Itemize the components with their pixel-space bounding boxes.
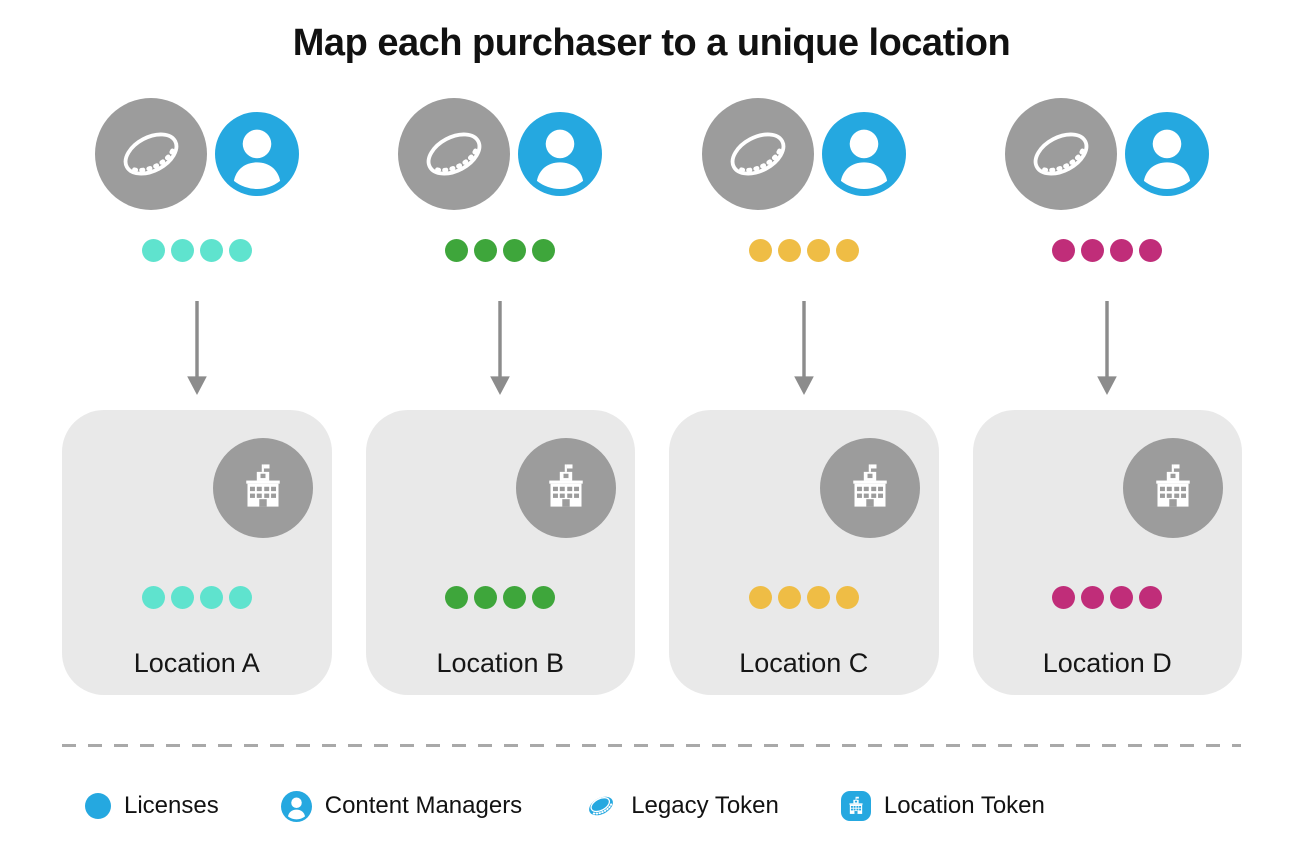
mapping-arrow-icon <box>186 300 207 396</box>
license-dot <box>1110 239 1134 262</box>
building-icon <box>549 464 583 507</box>
location-label: Location C <box>739 648 869 678</box>
building-icon <box>852 464 887 507</box>
mapping-arrow-icon <box>490 300 511 396</box>
license-dot <box>1081 586 1105 609</box>
location-label: Location D <box>1042 648 1172 678</box>
license-dot <box>1052 239 1076 262</box>
license-dot <box>1081 239 1105 262</box>
license-dot <box>141 239 165 262</box>
location-card: Location B <box>365 410 636 695</box>
location-license-dots <box>973 586 1243 609</box>
license-dots <box>1052 239 1163 262</box>
purchaser-pair <box>701 98 906 210</box>
legacy-token-icon <box>426 132 482 176</box>
mapping-arrow-icon <box>1097 300 1118 396</box>
building-icon <box>849 796 863 814</box>
license-dot <box>835 586 859 609</box>
location-token-badge <box>819 438 920 538</box>
legacy-token-badge <box>398 98 511 210</box>
license-dot <box>445 239 469 262</box>
purchaser-column-c: Location C <box>669 98 939 695</box>
legend-item-licenses: Licenses <box>85 792 219 820</box>
purchaser-column-b: Location B <box>365 98 636 695</box>
license-dot <box>1139 586 1163 609</box>
purchaser-columns: Location A <box>62 98 1242 695</box>
license-dot <box>228 239 252 262</box>
license-dot <box>806 239 830 262</box>
location-card: Location A <box>62 410 332 695</box>
content-manager-icon <box>821 112 906 196</box>
location-label: Location A <box>133 648 260 678</box>
legacy-token-icon <box>123 132 179 176</box>
building-icon <box>245 464 280 507</box>
license-dot <box>503 586 527 609</box>
license-dot <box>141 586 165 609</box>
legacy-token-badge <box>1005 98 1118 210</box>
legend-label: Content Managers <box>324 792 523 819</box>
purchaser-pair <box>1005 98 1210 210</box>
dashed-divider <box>62 744 1241 747</box>
legacy-token-icon <box>589 796 614 816</box>
license-dot <box>170 586 194 609</box>
location-card: Location D <box>972 410 1243 695</box>
purchaser-pair <box>398 98 603 210</box>
license-dot <box>1052 586 1076 609</box>
location-token-badge <box>516 438 616 538</box>
license-dot <box>445 586 469 609</box>
legend-label: Licenses <box>124 792 219 819</box>
license-dots <box>445 239 556 262</box>
license-dot <box>1110 586 1134 609</box>
license-dots <box>141 239 252 262</box>
location-license-dots <box>669 586 939 609</box>
license-dot <box>199 586 223 609</box>
license-dot <box>532 239 556 262</box>
license-dot <box>199 239 223 262</box>
content-manager-icon <box>214 112 299 196</box>
license-dot <box>748 239 772 262</box>
location-license-dots <box>62 586 332 609</box>
license-dot <box>474 586 498 609</box>
license-dot <box>532 586 556 609</box>
license-dots <box>748 239 859 262</box>
legend: Licenses Content Managers Legacy Token <box>85 788 1045 824</box>
location-token-badge <box>1123 438 1223 538</box>
legend-label: Location Token <box>883 792 1045 819</box>
page-title: Map each purchaser to a unique location <box>292 22 1011 64</box>
mapping-arrow-icon <box>793 300 814 396</box>
legacy-token-badge <box>94 98 207 210</box>
license-dot <box>170 239 194 262</box>
purchaser-column-d: Location D <box>972 98 1243 695</box>
content-manager-icon <box>1125 112 1210 196</box>
license-dot <box>474 239 498 262</box>
license-dot <box>1139 239 1163 262</box>
license-dot <box>777 239 801 262</box>
license-dot <box>503 239 527 262</box>
location-license-dots <box>366 586 636 609</box>
licenses-icon <box>85 793 111 819</box>
license-dot <box>777 586 801 609</box>
license-dot <box>748 586 772 609</box>
location-card: Location C <box>669 410 939 695</box>
purchaser-column-a: Location A <box>62 98 332 695</box>
content-manager-icon <box>280 790 312 822</box>
legend-item-location-token: Location Token <box>840 791 1045 821</box>
legacy-token-badge <box>701 98 814 210</box>
location-token-icon <box>840 791 871 821</box>
content-manager-icon <box>518 112 603 196</box>
legacy-token-icon <box>730 132 786 176</box>
legend-label: Legacy Token <box>631 792 779 819</box>
purchaser-pair <box>94 98 299 210</box>
legend-item-legacy-token: Legacy Token <box>584 790 779 822</box>
legacy-token-icon <box>1033 132 1089 176</box>
license-dot <box>835 239 859 262</box>
license-dot <box>228 586 252 609</box>
location-label: Location B <box>436 648 565 678</box>
license-dot <box>806 586 830 609</box>
location-token-badge <box>212 438 313 538</box>
building-icon <box>1156 464 1190 507</box>
legend-item-content-managers: Content Managers <box>280 790 523 822</box>
